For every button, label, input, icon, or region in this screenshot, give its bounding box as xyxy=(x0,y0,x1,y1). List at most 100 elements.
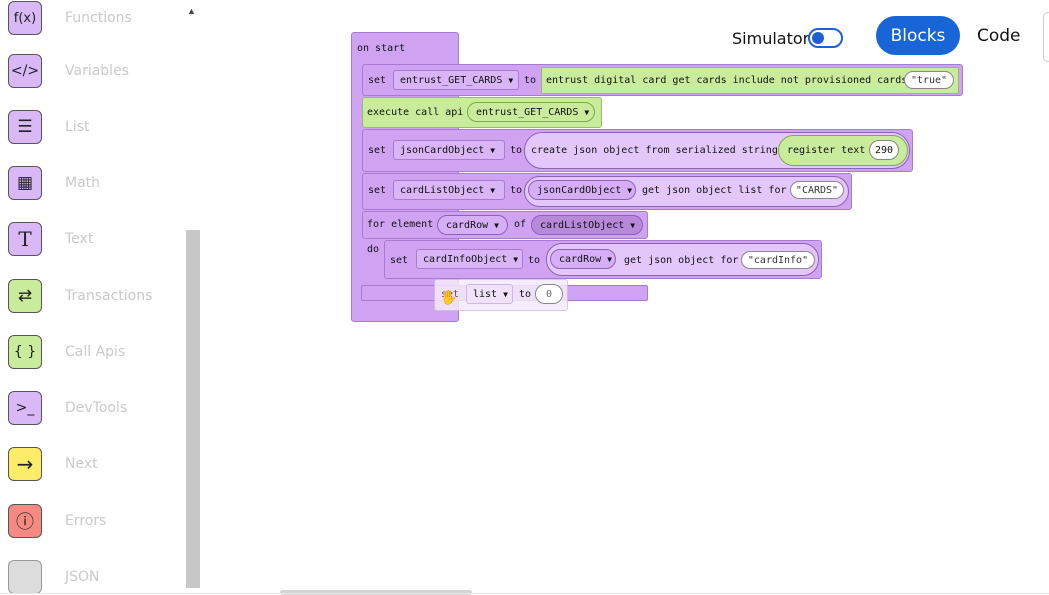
dropdown-arrow-icon: ▼ xyxy=(607,254,612,264)
variable-name: cardRow xyxy=(446,219,489,231)
category-json[interactable]: JSON xyxy=(8,559,100,595)
variable-name: list xyxy=(473,288,498,300)
execute-keyword: execute call api xyxy=(367,107,464,118)
category-label: Errors xyxy=(65,513,107,529)
alert-circle-icon: ⓘ xyxy=(8,504,42,538)
scroll-up-arrow-icon[interactable]: ▲ xyxy=(187,6,196,16)
dropdown-arrow-icon: ▼ xyxy=(627,185,633,195)
variable-name: entrust_GET_CARDS xyxy=(400,74,503,86)
toggle-knob xyxy=(812,32,824,44)
json-icon xyxy=(8,560,42,594)
api-variable-dropdown[interactable]: entrust_GET_CARDS▼ xyxy=(467,102,595,122)
simulator-label: Simulator xyxy=(732,29,810,48)
category-label: Math xyxy=(65,175,101,191)
category-list[interactable]: ☰ List xyxy=(8,109,89,145)
dropdown-arrow-icon: ▼ xyxy=(490,185,496,195)
category-label: Next xyxy=(65,456,98,472)
number-field[interactable]: 0 xyxy=(535,284,563,304)
dropdown-arrow-icon: ▼ xyxy=(630,220,636,230)
set-keyword: set xyxy=(368,75,387,86)
category-label: Variables xyxy=(65,63,129,79)
category-text[interactable]: T Text xyxy=(8,221,93,257)
workspace-canvas[interactable]: on start set entrust_GET_CARDS ▼ to entru… xyxy=(205,0,1043,590)
function-text: entrust digital card get cards include n… xyxy=(546,75,908,86)
category-transactions[interactable]: ⇄ Transactions xyxy=(8,278,152,314)
variable-dropdown[interactable]: cardListObject ▼ xyxy=(393,180,505,200)
function-text: create json object from serialized strin… xyxy=(531,145,778,156)
transfer-arrows-icon: ⇄ xyxy=(8,279,42,313)
variable-name: cardListObject xyxy=(540,219,625,231)
variable-dropdown[interactable]: jsonCardObject ▼ xyxy=(393,140,505,160)
category-variables[interactable]: </> Variables xyxy=(8,53,129,89)
function-text: get json object list for xyxy=(642,185,787,196)
dropdown-arrow-icon: ▼ xyxy=(513,254,519,264)
sidebar-scrollbar[interactable] xyxy=(186,230,200,588)
variable-name: jsonCardObject xyxy=(537,184,622,196)
string-literal[interactable]: "cardInfo" xyxy=(741,251,815,269)
category-errors[interactable]: ⓘ Errors xyxy=(8,503,106,539)
category-label: Text xyxy=(65,231,94,247)
variable-dropdown[interactable]: entrust_GET_CARDS ▼ xyxy=(393,70,519,90)
category-math[interactable]: ▦ Math xyxy=(8,165,100,201)
calculator-icon: ▦ xyxy=(8,166,42,200)
number-field[interactable]: 290 xyxy=(869,140,899,160)
set-keyword: set xyxy=(441,289,460,300)
to-keyword: to xyxy=(510,185,523,196)
variable-name: cardRow xyxy=(559,253,602,265)
blocks-tab-button[interactable]: Blocks xyxy=(876,16,960,55)
object-variable-dropdown[interactable]: jsonCardObject ▼ xyxy=(528,180,636,200)
do-keyword: do xyxy=(367,244,380,255)
panel-edge-handle[interactable] xyxy=(1043,12,1049,62)
dropdown-arrow-icon: ▼ xyxy=(503,289,508,299)
category-next[interactable]: → Next xyxy=(8,446,98,482)
list-variable-dropdown[interactable]: cardListObject ▼ xyxy=(531,215,643,235)
category-label: Functions xyxy=(65,10,132,26)
object-variable-dropdown[interactable]: cardRow ▼ xyxy=(550,249,616,269)
workspace-horizontal-scrollbar[interactable] xyxy=(280,590,472,595)
list-icon: ☰ xyxy=(8,110,42,144)
register-text-label: register text xyxy=(787,145,866,156)
category-label: Call Apis xyxy=(65,344,126,360)
category-label: List xyxy=(65,119,90,135)
variable-name: cardInfoObject xyxy=(423,253,508,265)
code-brackets-icon: </> xyxy=(8,54,42,88)
to-keyword: to xyxy=(524,75,537,86)
text-icon: T xyxy=(8,222,42,256)
loop-variable-dropdown[interactable]: cardRow ▼ xyxy=(437,215,508,235)
terminal-icon: >_ xyxy=(8,391,42,425)
on-start-label: on start xyxy=(357,43,406,54)
set-keyword: set xyxy=(368,185,387,196)
arrow-right-icon: → xyxy=(8,447,42,481)
string-literal[interactable]: "true" xyxy=(904,71,954,89)
variable-name: cardListObject xyxy=(400,184,485,196)
of-keyword: of xyxy=(514,219,527,230)
function-icon: f(x) xyxy=(8,1,42,35)
category-call-apis[interactable]: { } Call Apis xyxy=(8,334,125,370)
variable-dropdown[interactable]: list ▼ xyxy=(466,284,513,304)
to-keyword: to xyxy=(510,145,523,156)
simulator-toggle[interactable] xyxy=(808,28,843,48)
toolbox-sidebar: f(x) Functions </> Variables ☰ List ▦ Ma… xyxy=(0,0,205,595)
variable-name: jsonCardObject xyxy=(400,144,485,156)
dropdown-arrow-icon: ▼ xyxy=(584,107,590,117)
variable-dropdown[interactable]: cardInfoObject ▼ xyxy=(416,249,523,269)
category-devtools[interactable]: >_ DevTools xyxy=(8,390,127,426)
dropdown-arrow-icon: ▼ xyxy=(490,145,496,155)
category-functions[interactable]: f(x) Functions xyxy=(8,0,132,36)
curly-braces-icon: { } xyxy=(8,335,42,369)
for-keyword: for element xyxy=(367,219,434,230)
code-tab-button[interactable]: Code xyxy=(977,26,1021,46)
set-keyword: set xyxy=(368,145,387,156)
string-literal[interactable]: "CARDS" xyxy=(790,181,844,199)
dropdown-arrow-icon: ▼ xyxy=(494,220,499,230)
to-keyword: to xyxy=(519,289,532,300)
set-keyword: set xyxy=(390,255,409,266)
function-text: get json object for xyxy=(624,255,739,266)
category-label: JSON xyxy=(65,569,100,585)
category-label: Transactions xyxy=(65,288,153,304)
to-keyword: to xyxy=(528,255,541,266)
category-label: DevTools xyxy=(65,400,128,416)
entrust-get-cards-block[interactable] xyxy=(541,67,959,94)
grab-cursor-icon: ✋ xyxy=(440,289,458,305)
dropdown-arrow-icon: ▼ xyxy=(508,75,514,85)
